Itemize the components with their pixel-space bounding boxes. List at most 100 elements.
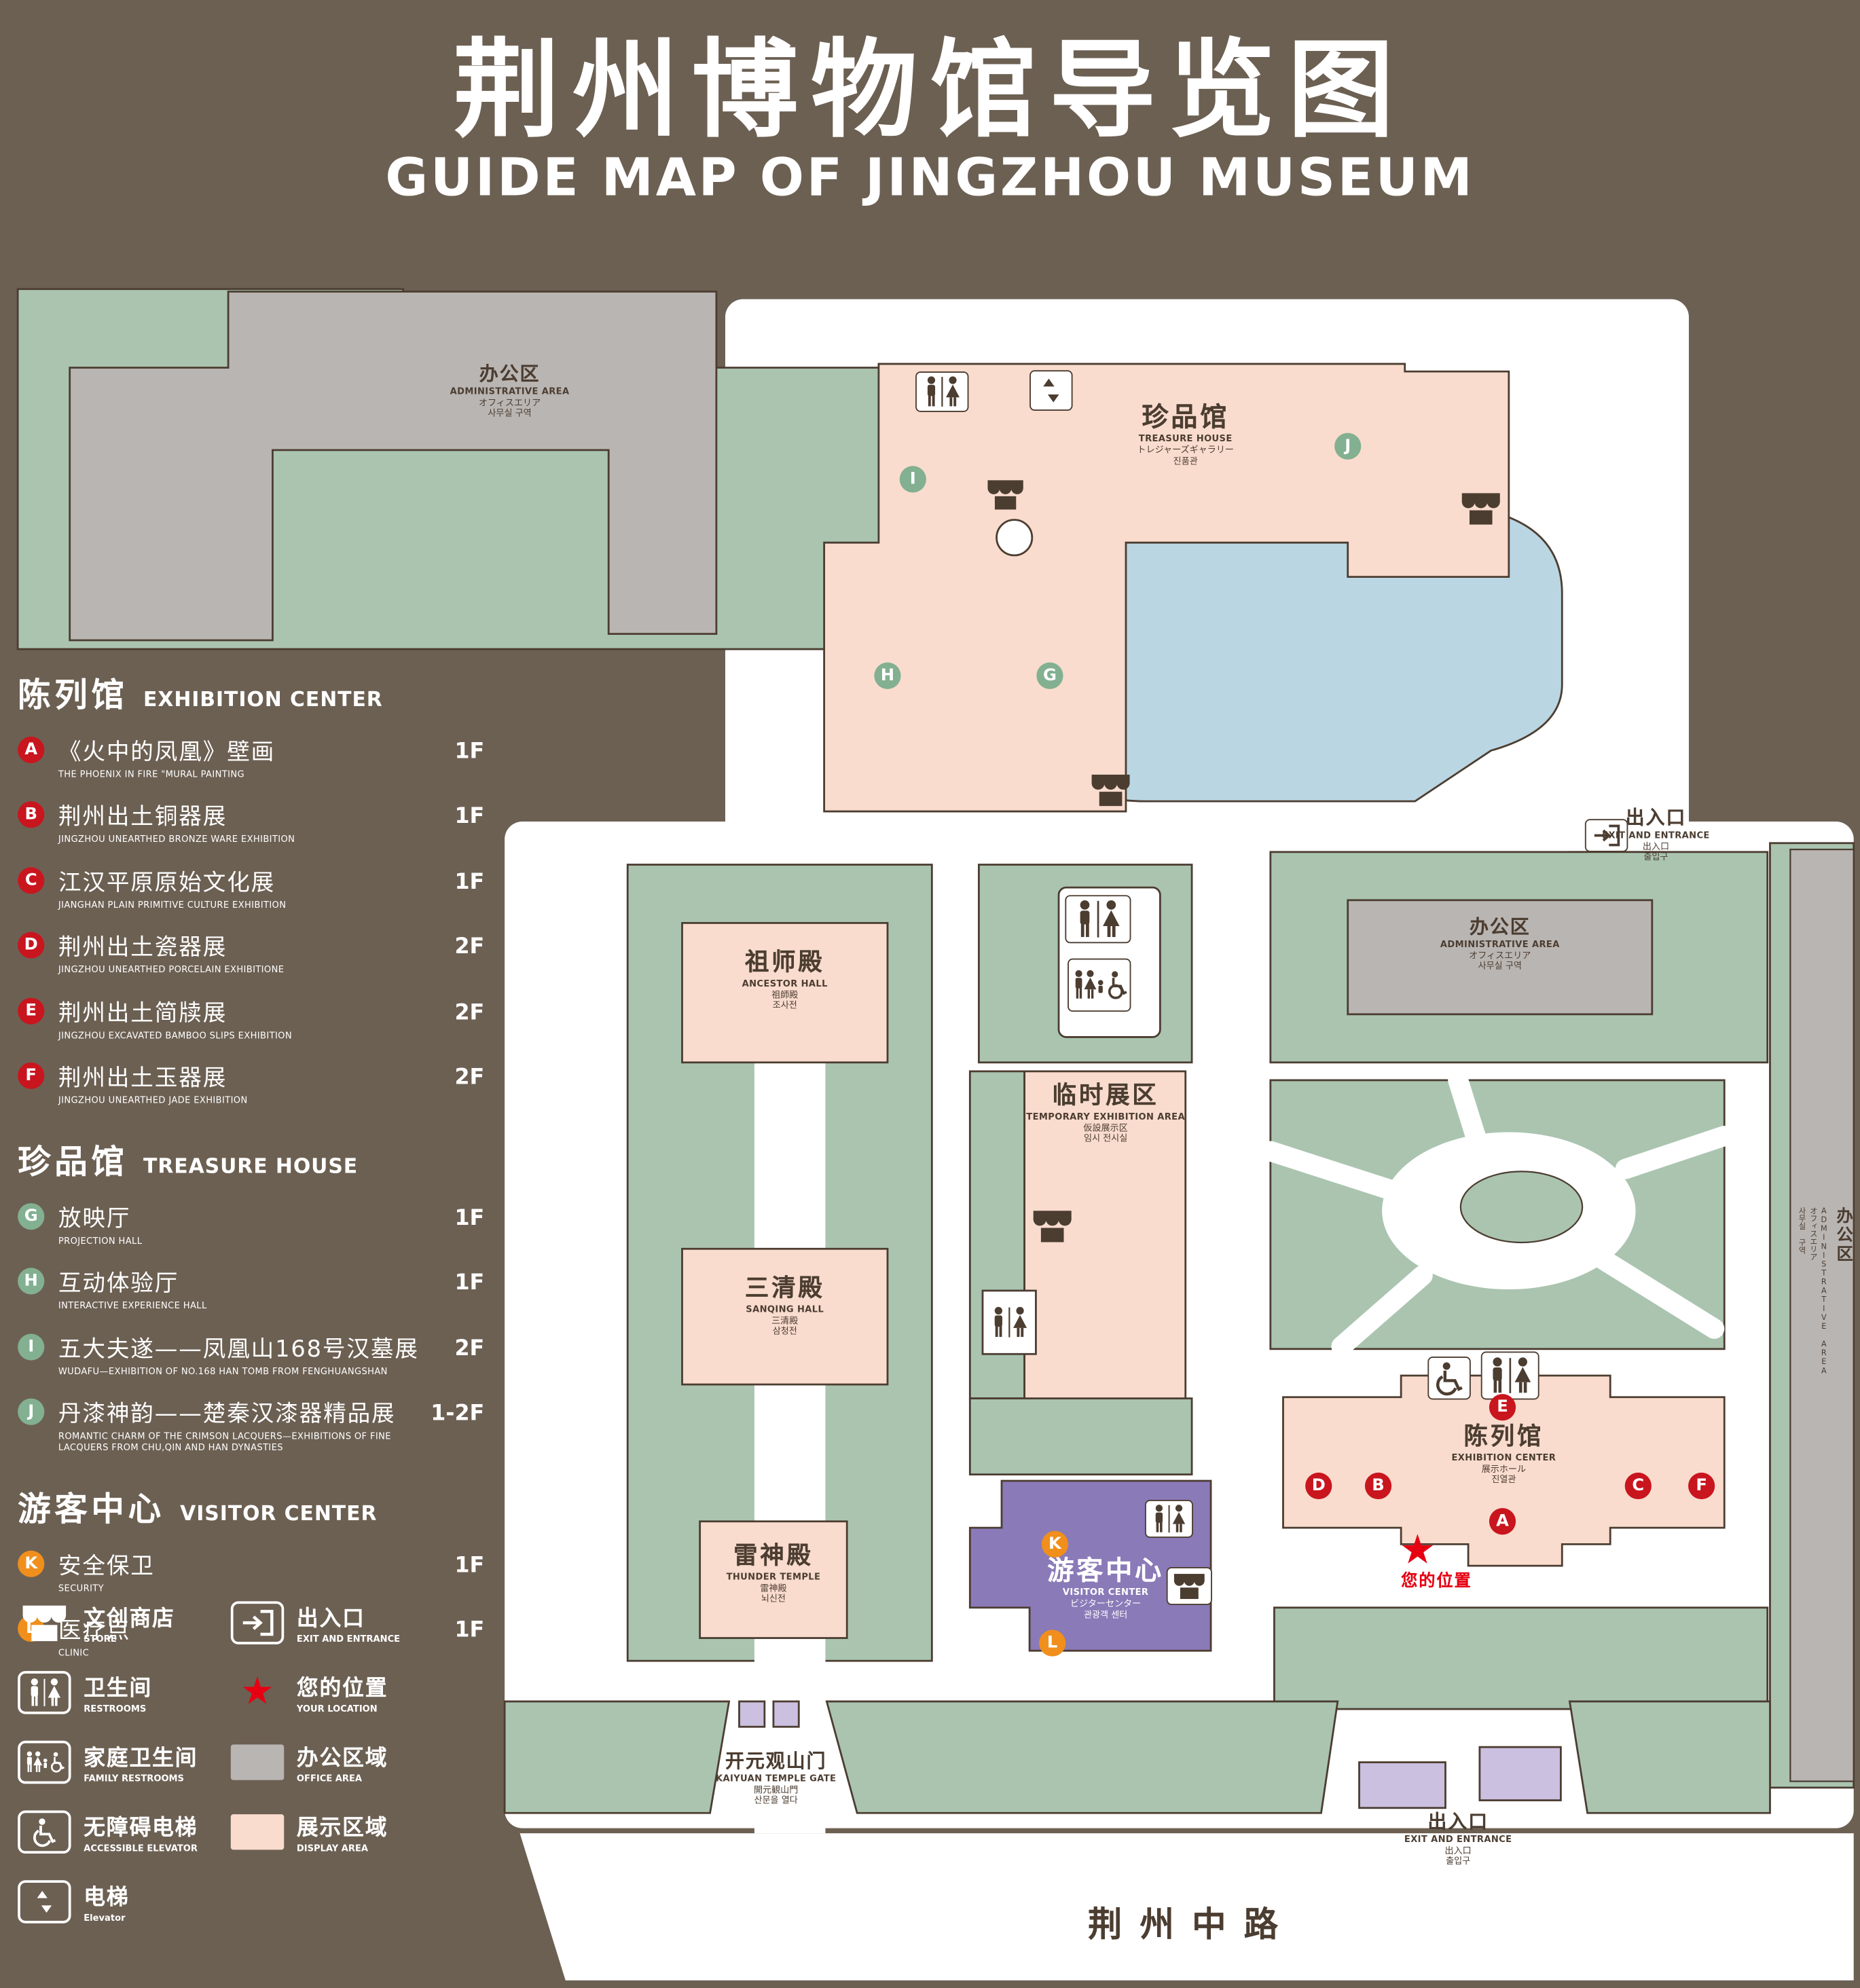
visitor-green-strip xyxy=(968,1397,1193,1476)
restrooms-icon xyxy=(1144,1500,1193,1539)
section-title-en: VISITOR CENTER xyxy=(180,1501,378,1526)
accessible-elevator-icon xyxy=(18,1809,71,1854)
map-marker-k: K xyxy=(1041,1530,1069,1558)
treasure-house-rotunda xyxy=(996,519,1034,557)
floor-label: 1F xyxy=(454,804,485,830)
south-green-wedge-left xyxy=(503,1700,731,1814)
map-marker-a: A xyxy=(1489,1508,1516,1535)
section-title-en: TREASURE HOUSE xyxy=(143,1153,359,1178)
gate-pillar-left xyxy=(738,1700,766,1728)
floor-label: 1F xyxy=(454,1618,485,1644)
section-title-zh: 珍品馆 xyxy=(18,1143,128,1181)
section-title-en: EXHIBITION CENTER xyxy=(143,687,383,712)
badge-a: A xyxy=(18,736,45,764)
badge-c: C xyxy=(18,866,45,894)
badge-d: D xyxy=(18,932,45,959)
page-title: 荆州博物馆导览图 xyxy=(453,28,1407,153)
your-location-label: 您的位置 xyxy=(1401,1572,1472,1591)
exit-entrance-icon xyxy=(1584,819,1628,852)
your-location-star: ★ xyxy=(1399,1525,1436,1574)
badge-g: G xyxy=(18,1202,45,1230)
east-admin-building xyxy=(1789,848,1855,1782)
store-icon xyxy=(1458,490,1503,528)
store-icon xyxy=(18,1600,71,1643)
badge-k: K xyxy=(18,1550,45,1577)
badge-b: B xyxy=(18,801,45,829)
store-icon xyxy=(1029,1207,1075,1245)
nw-admin-building xyxy=(69,291,718,642)
south-green-wedge-right xyxy=(1568,1700,1771,1814)
floor-label: 1F xyxy=(454,739,485,765)
floor-label: 1F xyxy=(454,1553,485,1579)
elevator-icon xyxy=(18,1879,71,1923)
section-exhibition-center: 陈列馆 EXHIBITION CENTER xyxy=(18,669,502,716)
badge-j: J xyxy=(18,1398,45,1425)
garden-paths xyxy=(1260,1070,1735,1357)
badge-h: H xyxy=(18,1268,45,1295)
your-location-star-icon: ★ xyxy=(240,1670,275,1714)
floor-label: 1-2F xyxy=(431,1401,485,1426)
floor-label: 2F xyxy=(454,1336,485,1361)
elevator-icon xyxy=(1029,370,1073,411)
floor-label: 1F xyxy=(454,1205,485,1231)
garden-island xyxy=(1459,1171,1584,1244)
map-marker-g: G xyxy=(1036,662,1063,689)
store-icon xyxy=(1088,771,1133,809)
family-restrooms-icon xyxy=(18,1740,71,1784)
section-visitor-center: 游客中心 VISITOR CENTER xyxy=(18,1483,502,1530)
floor-label: 2F xyxy=(454,1065,485,1091)
restrooms-icon xyxy=(987,1298,1030,1346)
family-restrooms-icon xyxy=(1068,958,1131,1012)
gate-pillar-right xyxy=(772,1700,800,1728)
floor-label: 2F xyxy=(454,999,485,1026)
display-area-swatch xyxy=(230,1814,285,1849)
exhibition-center-building xyxy=(1282,1374,1726,1567)
page-subtitle: GUIDE MAP OF JINGZHOU MUSEUM xyxy=(385,147,1475,208)
restrooms-icon xyxy=(18,1670,71,1714)
accessible-elevator-icon xyxy=(1427,1357,1471,1400)
exit-entrance-icon xyxy=(230,1600,285,1644)
store-icon xyxy=(1166,1566,1212,1606)
map-marker-b: B xyxy=(1364,1472,1392,1500)
store-icon xyxy=(984,477,1027,512)
restrooms-icon xyxy=(915,371,969,412)
floor-label: 1F xyxy=(454,1270,485,1296)
south-entrance-building-right xyxy=(1478,1746,1562,1801)
map-marker-h: H xyxy=(874,662,901,689)
map-marker-f: F xyxy=(1688,1472,1715,1500)
treasure-house-building xyxy=(823,363,1510,813)
sanqing-hall-building xyxy=(681,1247,889,1386)
map-marker-i: I xyxy=(899,466,926,493)
map-marker-l: L xyxy=(1039,1630,1066,1657)
map-marker-j: J xyxy=(1334,432,1362,460)
thunder-temple-building xyxy=(699,1520,848,1639)
